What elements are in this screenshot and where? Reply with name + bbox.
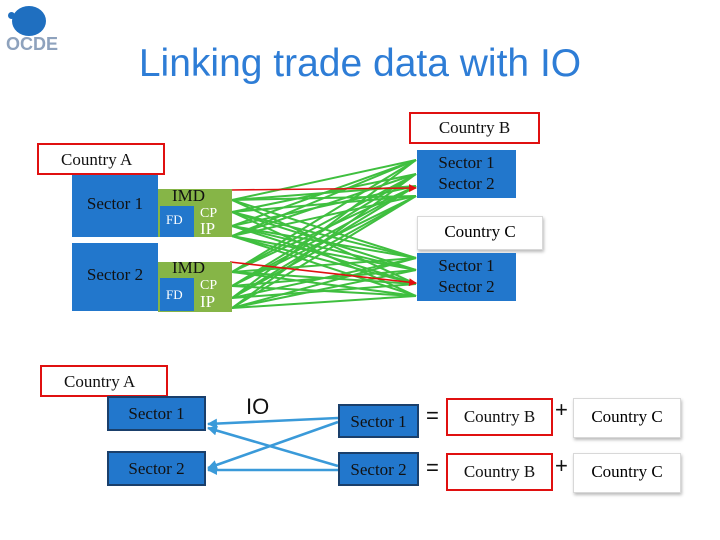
trade-flow-line: [231, 159, 417, 299]
bottom-left-sector-2-label: Sector 2: [128, 459, 185, 478]
imd-box-1: IMD FD CP IP: [158, 186, 232, 238]
io-arrows: [207, 416, 339, 475]
oecd-logo: [8, 4, 54, 56]
equals-sign-1: =: [426, 403, 439, 428]
country-b-box: Country B: [409, 112, 540, 144]
red-flow-arrows: [229, 184, 417, 287]
bottom-left-sector-1: Sector 1: [107, 396, 206, 431]
country-c-box: Country C: [417, 216, 543, 250]
row-1-country-b-box: Country B: [446, 398, 553, 436]
imd-label-1: IMD: [172, 186, 206, 205]
origin-sector-2: Sector 2: [72, 243, 158, 311]
country-a-label: Country A: [61, 150, 133, 169]
equals-sign-2: =: [426, 455, 439, 480]
trade-flow-line: [231, 173, 417, 237]
country-a-box: Country A: [37, 143, 165, 175]
page-title: Linking trade data with IO: [138, 42, 582, 85]
bottom-right-sector-1-label: Sector 1: [350, 412, 407, 431]
origin-sector-2-label: Sector 2: [86, 265, 144, 284]
trade-flow-line: [231, 283, 417, 299]
bottom-country-a-box: Country A: [40, 365, 168, 397]
origin-sector-1-label: Sector 1: [86, 194, 144, 213]
origin-sector-1: Sector 1: [72, 175, 158, 237]
row-1-country-c-box: Country C: [573, 398, 681, 438]
bottom-right-sector-1: Sector 1: [338, 404, 419, 438]
imd-box-2: IMD FD CP IP: [158, 258, 232, 312]
plus-sign-1: +: [555, 397, 568, 422]
fd-box-2: FD: [160, 278, 194, 311]
trade-flow-line: [231, 269, 417, 309]
logo-text: OCDE: [6, 34, 59, 54]
country-b-label: Country B: [438, 118, 511, 137]
trade-flow-line: [231, 295, 417, 309]
trade-flow-line: [231, 185, 417, 287]
logo-circle-icon: [12, 6, 46, 36]
trade-flow-line: [231, 257, 417, 309]
row-2-country-c-box: Country C: [573, 453, 681, 493]
row-2-country-b: Country B: [463, 462, 536, 481]
row-1-country-b: Country B: [463, 407, 536, 426]
ip-label-2: IP: [200, 292, 216, 311]
bottom-country-a-label: Country A: [64, 372, 136, 391]
trade-flow-lines: [231, 159, 417, 309]
bottom-left-sector-2: Sector 2: [107, 451, 206, 486]
io-label: IO: [246, 394, 270, 419]
ip-label-1: IP: [200, 219, 216, 238]
row-1-country-c: Country C: [591, 407, 663, 426]
fd-label-1: FD: [166, 212, 183, 227]
country-b-sector-2: Sector 2: [438, 174, 495, 193]
fd-label-2: FD: [166, 287, 183, 302]
trade-flow-line: [231, 159, 417, 237]
country-b-sector-1: Sector 1: [438, 153, 495, 172]
trade-flow-line: [231, 173, 417, 309]
cp-label-1: CP: [200, 206, 218, 221]
trade-flow-line: [231, 159, 417, 227]
trade-flow-line: [231, 173, 417, 273]
imd-label-2: IMD: [172, 258, 206, 277]
plus-sign-2: +: [555, 453, 568, 478]
bottom-right-sector-2-label: Sector 2: [350, 460, 407, 479]
trade-flow-line: [231, 195, 417, 299]
bottom-right-sector-2: Sector 2: [338, 452, 419, 486]
fd-box-1: FD: [160, 206, 194, 237]
country-c-label: Country C: [444, 222, 516, 241]
country-c-sector-2: Sector 2: [438, 277, 495, 296]
trade-flow-line: [231, 159, 417, 201]
country-b-sectors: Sector 1 Sector 2: [417, 150, 516, 198]
bottom-left-sector-1-label: Sector 1: [128, 404, 185, 423]
cp-label-2: CP: [200, 278, 218, 293]
row-2-country-c: Country C: [591, 462, 663, 481]
logo-dot-icon: [8, 12, 15, 19]
trade-flow-line: [231, 225, 417, 285]
trade-flow-line: [231, 159, 417, 273]
row-2-country-b-box: Country B: [446, 453, 553, 491]
trade-flow-line: [231, 257, 417, 299]
country-c-sector-1: Sector 1: [438, 256, 495, 275]
country-c-sectors: Sector 1 Sector 2: [417, 253, 516, 301]
trade-flow-line: [231, 195, 417, 309]
